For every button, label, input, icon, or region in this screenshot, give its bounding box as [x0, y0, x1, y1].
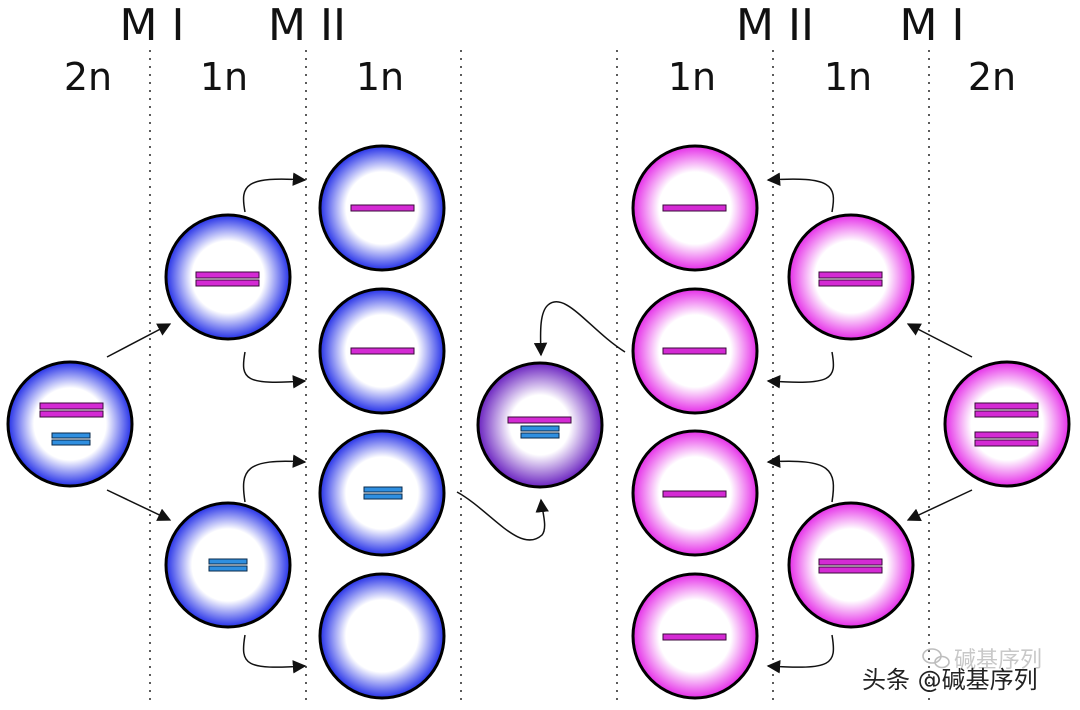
- watermark-faint-text: 碱基序列: [954, 648, 1042, 673]
- gamete-female-3: [631, 429, 759, 557]
- arrow: [242, 454, 307, 503]
- chromosome-blue: [51, 432, 91, 439]
- female-lineage: [631, 144, 1071, 700]
- arrow: [242, 172, 307, 213]
- arrow: [766, 172, 835, 213]
- chromosome-magenta: [195, 271, 260, 279]
- phase-label-mi-right: M I: [900, 0, 965, 51]
- chromosome-magenta: [974, 410, 1039, 418]
- chromosome-magenta: [974, 439, 1039, 447]
- chromosome-magenta: [662, 347, 727, 355]
- chromosome-magenta: [974, 431, 1039, 439]
- chromosome-magenta: [350, 347, 415, 355]
- chromosome-magenta: [662, 490, 727, 498]
- fertilization-arrow: [533, 301, 626, 357]
- ploidy-labels: 2n 1n 1n 1n 1n 2n: [64, 55, 1016, 99]
- cell-1n-female-top: [787, 213, 915, 341]
- chromosome-blue: [208, 558, 248, 565]
- ploidy-label: 1n: [824, 55, 872, 99]
- chromosome-magenta: [974, 402, 1039, 410]
- chromosome-magenta: [39, 410, 104, 418]
- phase-label-mii-left: M II: [268, 0, 346, 51]
- gamete-female-4: [631, 572, 759, 700]
- ploidy-label: 1n: [668, 55, 716, 99]
- arrow: [906, 489, 973, 521]
- arrow: [766, 634, 835, 674]
- phase-labels: M I M II M II M I: [120, 0, 965, 51]
- zygote-cell: [476, 361, 604, 489]
- fertilization-arrow: [456, 491, 549, 541]
- ploidy-label: 2n: [968, 55, 1016, 99]
- chromosome-magenta: [662, 204, 727, 212]
- chromosome-magenta: [39, 402, 104, 410]
- ploidy-label: 2n: [64, 55, 112, 99]
- watermark: 碱基序列 头条 @碱基序列: [862, 648, 1042, 694]
- cell-1n-male-bottom: [164, 501, 292, 629]
- phase-label-mi-left: M I: [120, 0, 185, 51]
- arrow: [242, 351, 307, 389]
- ploidy-label: 1n: [356, 55, 404, 99]
- watermark-text: 头条 @碱基序列: [862, 666, 1038, 694]
- chromosome-magenta: [818, 279, 883, 287]
- chromosome-blue: [208, 565, 248, 572]
- arrow: [106, 323, 172, 358]
- chromosome-blue: [363, 493, 403, 500]
- arrow: [106, 489, 172, 521]
- cell-2n-male: [6, 360, 134, 488]
- gamete-male-2: [318, 287, 446, 415]
- arrow: [242, 634, 307, 674]
- chromosome-magenta: [350, 204, 415, 212]
- gamete-female-1: [631, 144, 759, 272]
- arrow: [906, 323, 973, 358]
- chromosome-magenta: [662, 633, 727, 641]
- cell-1n-male-top: [164, 213, 292, 341]
- wechat-icon: [922, 648, 950, 669]
- arrows: [106, 172, 973, 674]
- chromosome-blue: [520, 432, 560, 439]
- gamete-male-3: [318, 429, 446, 557]
- phase-label-mii-right: M II: [736, 0, 814, 51]
- gamete-male-4: [318, 572, 446, 700]
- cell-2n-female: [943, 360, 1071, 488]
- ploidy-label: 1n: [200, 55, 248, 99]
- chromosome-magenta: [818, 558, 883, 566]
- chromosome-magenta: [818, 271, 883, 279]
- gamete-female-2: [631, 287, 759, 415]
- chromosome-magenta: [507, 416, 572, 424]
- male-lineage: [6, 144, 446, 700]
- gamete-male-1: [318, 144, 446, 272]
- chromosome-magenta: [818, 566, 883, 574]
- chromosome-blue: [51, 439, 91, 446]
- chromosome-blue: [520, 425, 560, 432]
- chromosome-magenta: [195, 279, 260, 287]
- chromosome-blue: [363, 486, 403, 493]
- cell-1n-female-bottom: [787, 501, 915, 629]
- arrow: [766, 454, 835, 503]
- arrow: [766, 351, 835, 389]
